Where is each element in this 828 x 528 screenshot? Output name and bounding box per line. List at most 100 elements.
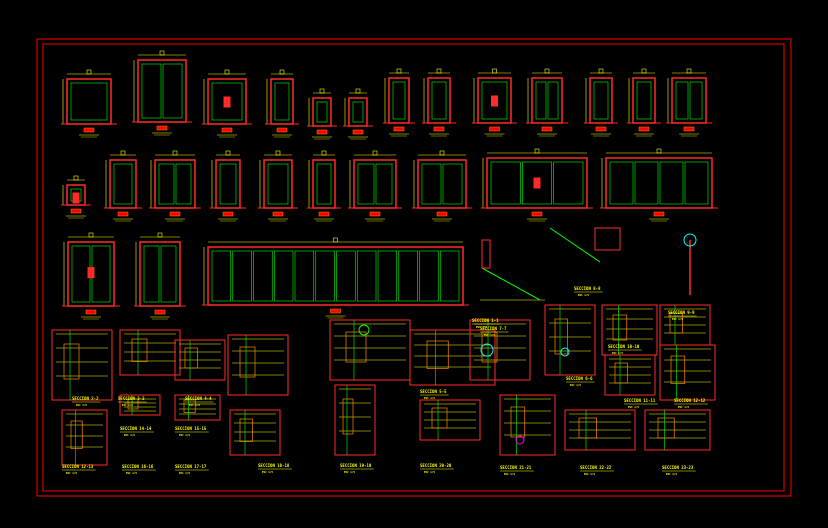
- elevation-tag: [683, 126, 695, 132]
- elevation-dimension-tick: [333, 237, 338, 243]
- section-scale-9: ESC 1/5: [672, 317, 683, 321]
- elevation-glass-pane: [375, 163, 393, 205]
- elevation-tag: [276, 127, 288, 133]
- section-title-17: SECCION 17-17: [175, 464, 207, 469]
- section-scale-10: ESC 1/5: [612, 351, 623, 355]
- elevation-glass-pane: [294, 250, 315, 302]
- section-detail-frame: [229, 409, 281, 456]
- elevation-tag: [318, 211, 330, 217]
- elevation-glass-pane: [316, 101, 328, 123]
- elevation-dimension-tick: [372, 150, 378, 156]
- elevation-dimension-tick: [225, 150, 231, 156]
- elevation-glass-pane: [356, 250, 377, 302]
- section-detail-frame: [51, 329, 113, 401]
- elevation-glass-pane: [267, 163, 289, 205]
- elevation-tag: [330, 308, 341, 314]
- section-scale-8: ESC 1/5: [578, 293, 589, 297]
- elevation-glass-pane: [141, 63, 162, 119]
- outer-frame-border: [36, 38, 792, 497]
- elevation-dimension-tick: [275, 150, 281, 156]
- section-scale-15: ESC 1/5: [179, 433, 190, 437]
- elevation-glass-pane: [175, 163, 192, 205]
- section-scale-20: ESC 1/5: [424, 470, 435, 474]
- elevation-glass-pane: [392, 81, 406, 120]
- elevation-hardware: [223, 96, 231, 108]
- section-title-20: SECCION 20-20: [420, 463, 452, 468]
- elevation-glass-pane: [352, 101, 364, 123]
- section-detail-frame: [61, 409, 108, 466]
- elevation-dimension-tick: [355, 88, 361, 94]
- elevation-glass-pane: [232, 250, 252, 302]
- section-title-16: SECCION 16-16: [122, 464, 154, 469]
- section-hatch-block: [670, 355, 686, 384]
- elevation-tag: [70, 208, 82, 214]
- elevation-hardware: [533, 177, 541, 189]
- section-scale-19: ESC 1/5: [344, 470, 355, 474]
- elevation-glass-pane: [442, 163, 463, 205]
- section-title-18: SECCION 18-18: [258, 463, 290, 468]
- section-title-5: SECCION 5-5: [420, 389, 447, 394]
- callout-circle: [515, 435, 525, 445]
- elevation-glass-pane: [211, 82, 243, 121]
- elevation-glass-pane: [535, 81, 547, 120]
- section-detail-frame: [644, 409, 711, 451]
- section-scale-17: ESC 1/5: [179, 471, 190, 475]
- section-detail-frame: [564, 409, 636, 451]
- section-detail-frame: [119, 394, 161, 416]
- section-title-6: SECCION 6-6: [566, 376, 593, 381]
- elevation-tag: [436, 211, 448, 217]
- section-hatch-block: [239, 346, 256, 378]
- section-title-19: SECCION 19-19: [340, 463, 372, 468]
- elevation-tag: [489, 126, 500, 132]
- elevation-tag: [222, 211, 234, 217]
- section-scale-4: ESC 1/5: [189, 403, 200, 407]
- elevation-glass-pane: [431, 81, 447, 120]
- section-scale-1: ESC 1/5: [476, 325, 487, 329]
- elevation-hardware: [72, 192, 80, 204]
- elevation-tag: [272, 211, 284, 217]
- elevation-tag: [352, 129, 364, 135]
- elevation-glass-pane: [675, 81, 689, 120]
- callout-circle: [560, 347, 570, 357]
- elevation-glass-pane: [419, 250, 439, 302]
- section-title-23: SECCION 23-23: [662, 465, 694, 470]
- section-title-22: SECCION 22-22: [580, 465, 612, 470]
- elevation-tag: [433, 126, 445, 132]
- section-hatch-block: [345, 331, 367, 363]
- section-title-9: SECCION 9-9: [668, 310, 695, 315]
- section-title-7: SECCION 7-7: [480, 326, 507, 331]
- section-hatch-block: [431, 407, 448, 429]
- section-scale-18: ESC 1/5: [262, 470, 273, 474]
- section-scale-23: ESC 1/5: [666, 472, 677, 476]
- section-hatch-block: [127, 398, 139, 410]
- elevation-dimension-tick: [439, 150, 445, 156]
- elevation-glass-pane: [684, 161, 709, 205]
- section-detail-frame: [419, 399, 481, 441]
- callout-circle: [358, 324, 370, 336]
- section-scale-16: ESC 1/5: [126, 471, 137, 475]
- elevation-glass-pane: [336, 250, 356, 302]
- elevation-glass-pane: [481, 81, 508, 120]
- elevation-glass-pane: [158, 163, 175, 205]
- section-title-3: SECCION 3-3: [118, 396, 145, 401]
- section-scale-14: ESC 1/5: [124, 433, 135, 437]
- section-hatch-block: [342, 398, 354, 435]
- elevation-hardware: [87, 267, 95, 279]
- elevation-glass-pane: [113, 163, 133, 205]
- elevation-dimension-tick: [321, 150, 327, 156]
- section-hatch-block: [184, 347, 198, 369]
- section-hatch-block: [131, 338, 148, 362]
- section-scale-7: ESC 1/5: [484, 333, 495, 337]
- inclined-glass: [481, 267, 541, 301]
- elevation-dimension-tick: [88, 232, 94, 238]
- anchor-detail: [594, 227, 621, 251]
- section-hatch-block: [63, 343, 80, 380]
- elevation-dimension-tick: [641, 68, 647, 74]
- elevation-dimension-tick: [73, 175, 79, 181]
- section-detail-frame: [119, 329, 181, 376]
- section-scale-11: ESC 1/5: [628, 405, 639, 409]
- elevation-tag: [169, 211, 181, 217]
- section-hatch-block: [612, 314, 628, 341]
